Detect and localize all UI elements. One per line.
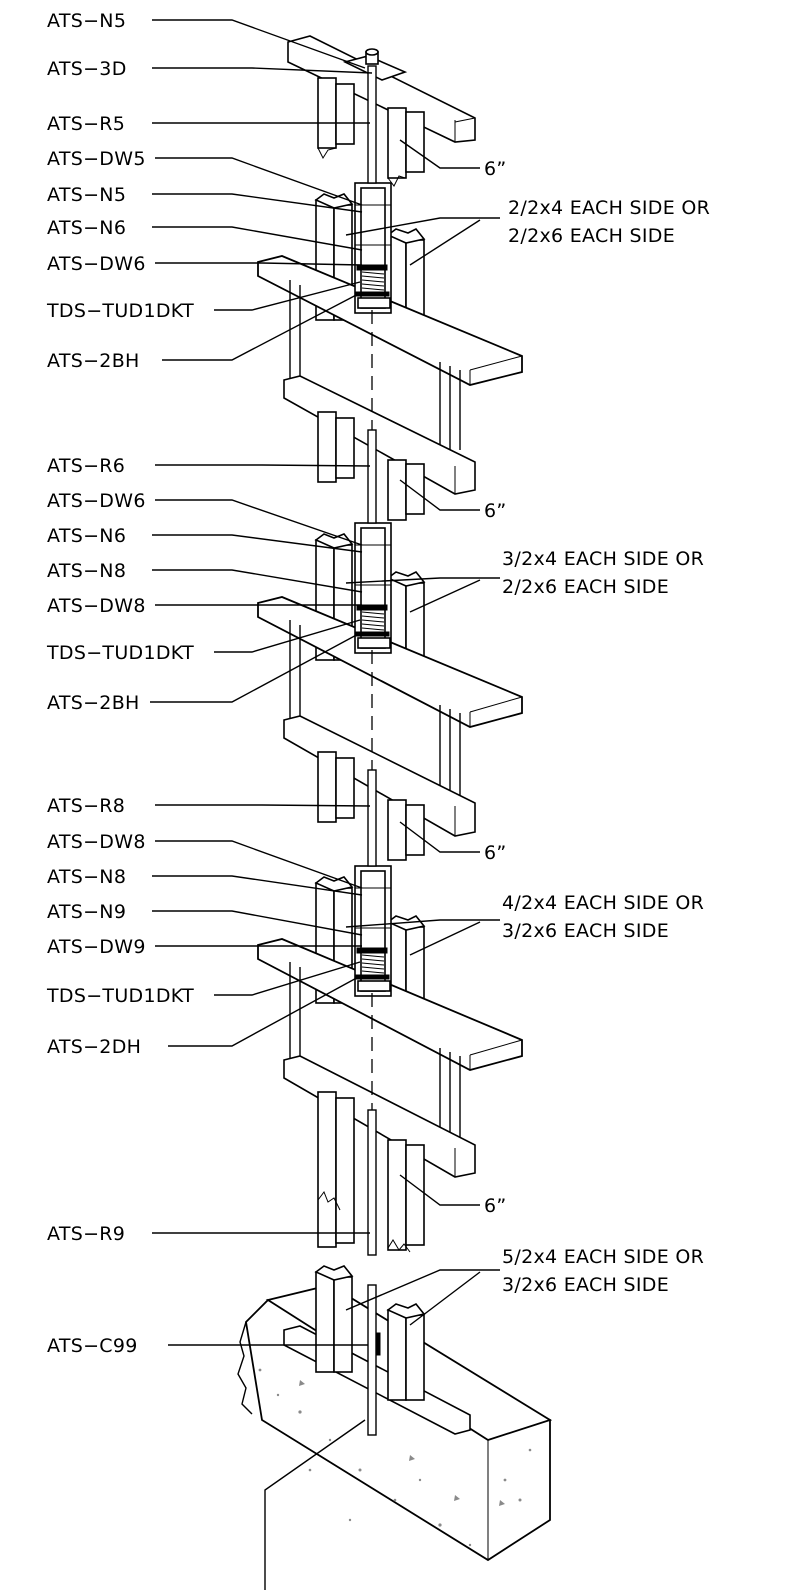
note-level-3-line-2: 3/2x6 EACH SIDE — [502, 920, 669, 942]
note-level-2-line-2: 2/2x6 EACH SIDE — [502, 576, 669, 598]
label-ats-dw9: ATS−DW9 — [47, 936, 146, 958]
label-ats-dw6-2: ATS−DW6 — [47, 490, 146, 512]
label-ats-r9: ATS−R9 — [47, 1223, 125, 1245]
note-level-2-line-1: 3/2x4 EACH SIDE OR — [502, 548, 704, 570]
stud-notes: 2/2x4 EACH SIDE OR 2/2x6 EACH SIDE 3/2x4… — [502, 197, 710, 1296]
top-plate — [287, 35, 476, 187]
label-ats-dw5: ATS−DW5 — [47, 148, 146, 170]
label-ats-2dh: ATS−2DH — [47, 1036, 141, 1058]
label-ats-n6: ATS−N6 — [47, 217, 126, 239]
label-ats-n5: ATS−N5 — [47, 184, 126, 206]
label-ats-c99: ATS−C99 — [47, 1335, 138, 1357]
dim-6in-1: 6” — [484, 158, 507, 180]
dim-6in-4: 6” — [484, 1195, 507, 1217]
dim-6in-2: 6” — [484, 500, 507, 522]
label-ats-dw8-2: ATS−DW8 — [47, 831, 146, 853]
leader-lines — [150, 19, 500, 1590]
label-ats-r8: ATS−R8 — [47, 795, 125, 817]
label-tds-tud1dkt-3: TDS−TUD1DKT — [46, 985, 194, 1007]
label-ats-n5-top: ATS−N5 — [47, 10, 126, 32]
label-ats-n8: ATS−N8 — [47, 560, 126, 582]
level-1-assembly — [257, 182, 523, 521]
dimension-labels: 6” 6” 6” 6” — [484, 158, 507, 1217]
level-2-assembly — [257, 522, 523, 861]
spring-coil — [361, 271, 385, 291]
part-labels: ATS−N5 ATS−3D ATS−R5 ATS−DW5 ATS−N5 ATS−… — [46, 10, 194, 1357]
note-level-1-line-2: 2/2x6 EACH SIDE — [508, 225, 675, 247]
label-ats-r6: ATS−R6 — [47, 455, 125, 477]
label-ats-n9: ATS−N9 — [47, 901, 126, 923]
note-level-1-line-1: 2/2x4 EACH SIDE OR — [508, 197, 710, 219]
note-level-3-line-1: 4/2x4 EACH SIDE OR — [502, 892, 704, 914]
concrete-foundation — [237, 1265, 553, 1562]
label-ats-r5: ATS−R5 — [47, 113, 125, 135]
threaded-rod — [367, 65, 377, 1436]
dim-6in-3: 6” — [484, 842, 507, 864]
note-foundation-line-1: 5/2x4 EACH SIDE OR — [502, 1246, 704, 1268]
note-foundation-line-2: 3/2x6 EACH SIDE — [502, 1274, 669, 1296]
label-tds-tud1dkt-2: TDS−TUD1DKT — [46, 642, 194, 664]
label-ats-n6-2: ATS−N6 — [47, 525, 126, 547]
spring-coil — [361, 954, 385, 974]
label-ats-dw8: ATS−DW8 — [47, 595, 146, 617]
label-ats-n8-2: ATS−N8 — [47, 866, 126, 888]
label-tds-tud1dkt-1: TDS−TUD1DKT — [46, 300, 194, 322]
label-ats-2bh-1: ATS−2BH — [47, 350, 140, 372]
label-ats-3d: ATS−3D — [47, 58, 127, 80]
label-ats-2bh-2: ATS−2BH — [47, 692, 140, 714]
label-ats-dw6: ATS−DW6 — [47, 253, 146, 275]
spring-coil — [361, 611, 385, 631]
